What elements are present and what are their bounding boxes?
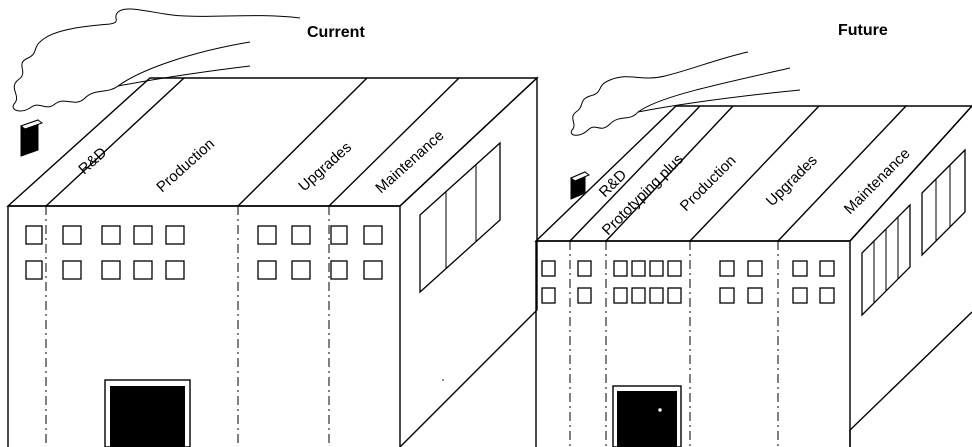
current-side-windows xyxy=(419,141,501,294)
future-front-windows xyxy=(541,260,835,304)
future-side-wall xyxy=(849,105,972,447)
current-roof-label-upgrades: Upgrades xyxy=(295,139,355,195)
current-door xyxy=(104,379,191,447)
future-chimney xyxy=(570,171,590,200)
future-roof-label-production: Production xyxy=(677,152,740,215)
future-smoke-icon xyxy=(570,51,791,136)
current-roof-label-rnd: R&D xyxy=(75,144,110,178)
current-smoke-icon xyxy=(12,8,301,112)
current-caption: Current xyxy=(307,24,365,41)
current-chimney xyxy=(19,119,44,157)
current-roof-label-production: Production xyxy=(153,135,218,196)
future-side-windows xyxy=(861,148,966,317)
current-side-wall xyxy=(399,76,538,447)
future-roof-label-upgrades: Upgrades xyxy=(763,152,821,210)
current-front-windows xyxy=(25,225,383,280)
future-roof-label-maintenance: Maintenance xyxy=(841,145,914,218)
future-caption: Future xyxy=(838,22,888,39)
future-building: R&D Prototyping plus Production Upgrades… xyxy=(534,22,972,447)
current-building: R&D Production Upgrades Maintenance Curr… xyxy=(6,8,539,447)
current-roof-label-maintenance: Maintenance xyxy=(372,127,447,197)
future-door xyxy=(612,385,682,447)
